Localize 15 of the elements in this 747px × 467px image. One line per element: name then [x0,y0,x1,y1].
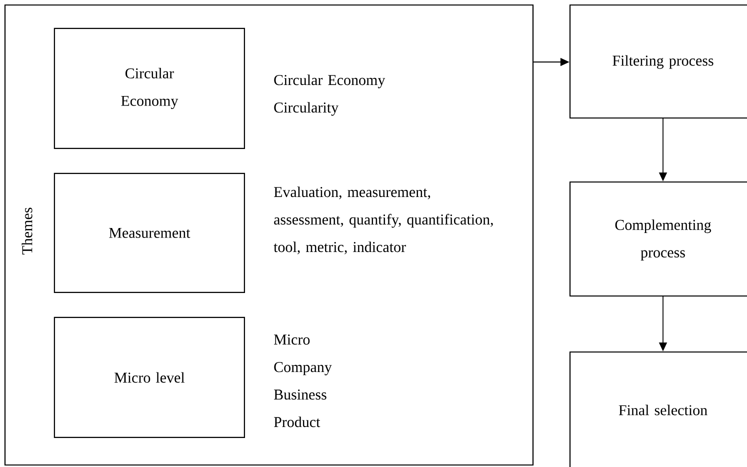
node-label: Company [274,362,332,376]
theme-box: Circular Economy [54,28,245,149]
process-box: Final selection [569,351,747,467]
process-box: Complementing process [569,181,747,297]
process-box: Filtering process [569,4,747,119]
keyword-list: Micro Company Business Product [274,334,332,428]
keyword-list: Evaluation, measurement, assessment, quantify, quantification, tool, metric, indicator [274,186,493,254]
theme-box: Micro level [54,316,245,438]
keyword-list: Circular Economy Circularity [274,74,386,116]
theme-box: Measurement [54,172,245,293]
frame-box [4,4,534,466]
node-label: Product [274,416,320,428]
vertical-label: Themes [22,208,32,254]
node-label: Micro [274,334,310,345]
node-label: Business [274,390,326,400]
